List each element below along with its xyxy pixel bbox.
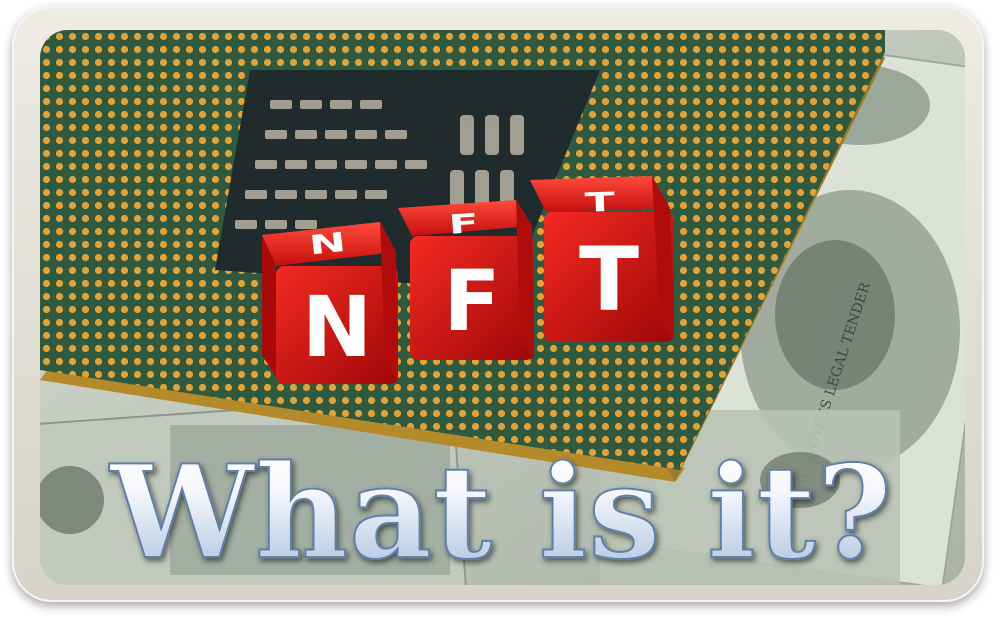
die-top-letter-2: F (447, 207, 479, 240)
banknote-bottom-left (40, 393, 468, 585)
die-front-letter-3: T (579, 228, 639, 331)
photo: THIS NOTE IS LEGAL TENDER (40, 30, 965, 585)
nft-dice: N F T N F T (262, 176, 674, 384)
die-f (398, 200, 534, 360)
capacitor-array (235, 100, 524, 229)
die-top-letter-3: T (584, 186, 615, 218)
die-n (262, 222, 398, 384)
die-t (530, 176, 674, 342)
die-front-letter-2: F (443, 252, 500, 350)
die-top-letter-1: N (308, 226, 348, 261)
die-front-letter-1: N (302, 278, 372, 376)
photo-scene: THIS NOTE IS LEGAL TENDER (40, 30, 965, 585)
